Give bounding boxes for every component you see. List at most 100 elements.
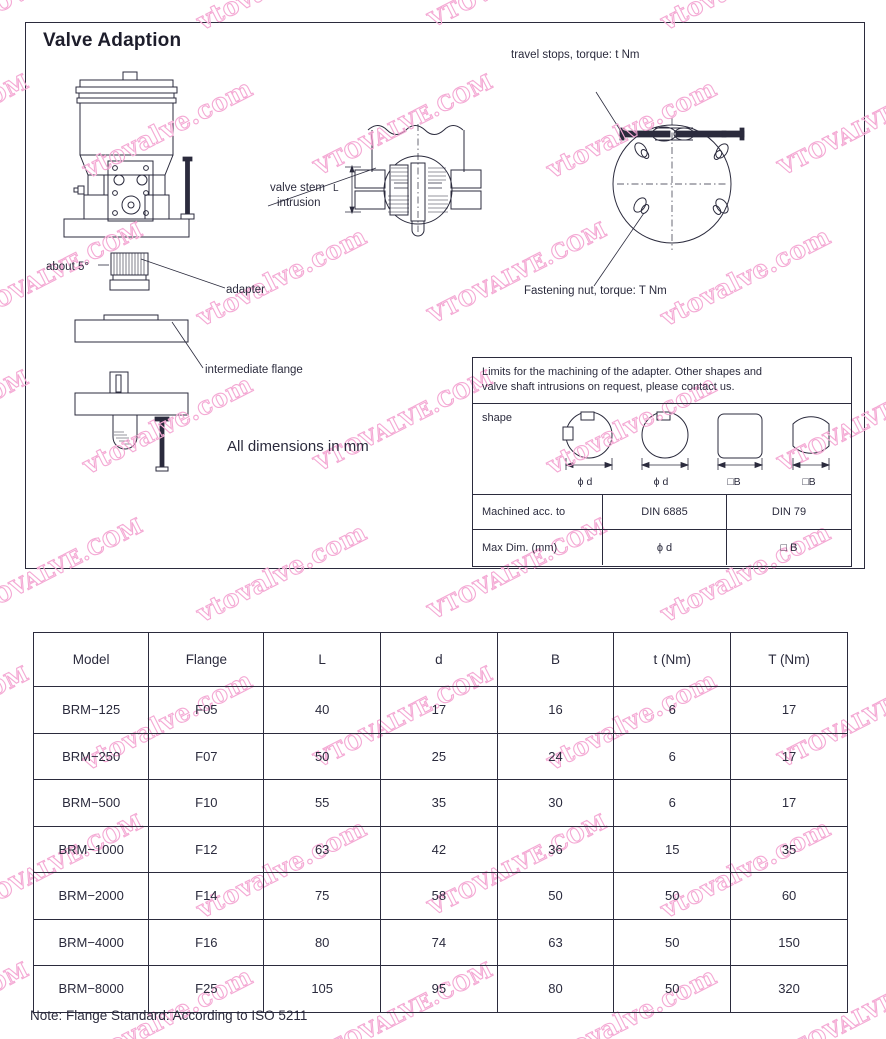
cell-model: BRM−1000 [32, 825, 150, 873]
cell-t: 50 [613, 918, 732, 966]
flange-top-view-drawing [593, 91, 745, 287]
cell-t: 50 [613, 872, 732, 920]
label-travel-stops: travel stops, torque: t Nm [511, 49, 640, 61]
cell-b: 80 [496, 965, 615, 1013]
label-adapter: adapter [226, 284, 266, 296]
cell-d: 95 [380, 965, 498, 1013]
specifications-table: Model Flange L d B t (Nm) T (Nm) BRM−125… [32, 632, 848, 1013]
spec-shape-icons [562, 411, 831, 470]
cell-model: BRM−250 [32, 732, 150, 780]
watermark-text: VTOVALVE.COM [0, 660, 33, 773]
spec-shape-label: shape [482, 412, 512, 424]
cell-flange: F14 [148, 872, 265, 920]
header-d: d [380, 632, 498, 687]
cell-flange: F16 [148, 918, 265, 966]
cell-b: 50 [496, 872, 615, 920]
cell-d: 42 [380, 825, 498, 873]
cell-l: 55 [263, 779, 382, 827]
spec-note-line1: Limits for the machining of the adapter.… [482, 366, 763, 378]
cross-section-drawing [345, 124, 482, 237]
shape-dim-3: □B [727, 476, 741, 488]
table-row: BRM−2000 F14 75 58 50 50 60 [32, 872, 848, 920]
adapter-spec-table: Limits for the machining of the adapter.… [472, 357, 852, 567]
cell-t: 50 [613, 965, 732, 1013]
shape-dim-2: ϕ d [653, 476, 669, 488]
spec-maxdim-left: ϕ d [603, 530, 727, 565]
header-flange: Flange [148, 632, 265, 687]
watermark-text: VTOVALVE.COM [0, 956, 33, 1039]
cell-d: 35 [380, 779, 498, 827]
spec-maxdim-right: □ B [780, 541, 798, 554]
cell-b: 16 [496, 686, 615, 734]
cell-model: BRM−4000 [32, 918, 150, 966]
table-header-row: Model Flange L d B t (Nm) T (Nm) [32, 632, 848, 687]
cell-b: 30 [496, 779, 615, 827]
table-row: BRM−1000 F12 63 42 36 15 35 [32, 825, 848, 873]
cell-model: BRM−8000 [32, 965, 150, 1013]
cell-tt: 320 [730, 965, 848, 1013]
cell-b: 36 [496, 825, 615, 873]
actuator-drawing [63, 71, 195, 238]
label-all-dimensions: All dimensions in mm [227, 438, 369, 455]
cell-tt: 17 [730, 686, 848, 734]
cell-l: 63 [263, 825, 382, 873]
label-intermediate-flange: intermediate flange [205, 364, 303, 376]
cell-flange: F07 [148, 732, 265, 780]
spec-machined-left: DIN 6885 [603, 495, 727, 529]
cell-model: BRM−2000 [32, 872, 150, 920]
spec-row-machined: Machined acc. to DIN 6885 DIN 79 [473, 495, 851, 530]
spec-row-maxdim: Max Dim. (mm) ϕ d □ B [473, 530, 851, 565]
label-valve-stem-intrusion-line1: valve stem [270, 182, 325, 194]
cell-model: BRM−500 [32, 779, 150, 827]
cell-b: 63 [496, 918, 615, 966]
cell-d: 25 [380, 732, 498, 780]
cell-t: 6 [613, 686, 732, 734]
table-body: BRM−125 F05 40 17 16 6 17 BRM−250 F07 50… [32, 686, 848, 1013]
cell-t: 6 [613, 732, 732, 780]
header-t-nm: t (Nm) [613, 632, 732, 687]
technical-drawings [63, 71, 831, 472]
cell-tt: 35 [730, 825, 848, 873]
cell-l: 80 [263, 918, 382, 966]
header-b: B [496, 632, 615, 687]
label-valve-stem-intrusion-line2: intrusion [277, 197, 321, 209]
cell-tt: 150 [730, 918, 848, 966]
cell-tt: 17 [730, 779, 848, 827]
shape-dim-4: □B [802, 476, 816, 488]
cell-l: 105 [263, 965, 382, 1013]
spec-note-line2: valve shaft intrusions on request, pleas… [482, 380, 735, 393]
label-dimension-l: L [333, 183, 339, 194]
cell-flange: F05 [148, 686, 265, 734]
cell-d: 58 [380, 872, 498, 920]
cell-l: 50 [263, 732, 382, 780]
table-row: BRM−8000 F25 105 95 80 50 320 [32, 965, 848, 1013]
table-row: BRM−500 F10 55 35 30 6 17 [32, 779, 848, 827]
spec-maxdim-label: Max Dim. (mm) [473, 530, 603, 565]
label-fastening-nut: Fastening nut, torque: T Nm [524, 285, 667, 297]
header-l: L [263, 632, 382, 687]
diagram-frame [25, 22, 865, 569]
cell-b: 24 [496, 732, 615, 780]
cell-l: 40 [263, 686, 382, 734]
table-row: BRM−250 F07 50 25 24 6 17 [32, 732, 848, 780]
cell-flange: F10 [148, 779, 265, 827]
cell-model: BRM−125 [32, 686, 150, 734]
cell-t: 6 [613, 779, 732, 827]
cell-d: 17 [380, 686, 498, 734]
table-row: BRM−4000 F16 80 74 63 50 150 [32, 918, 848, 966]
cell-tt: 60 [730, 872, 848, 920]
page-title: Valve Adaption [43, 30, 182, 51]
cell-t: 15 [613, 825, 732, 873]
adapter-parts-drawing [74, 167, 377, 472]
header-tt-nm: T (Nm) [730, 632, 848, 687]
cell-d: 74 [380, 918, 498, 966]
shape-dim-1: ϕ d [577, 476, 593, 488]
label-about-5-degrees: about 5° [46, 261, 89, 273]
spec-machined-right: DIN 79 [771, 506, 807, 518]
cell-l: 75 [263, 872, 382, 920]
header-model: Model [32, 632, 150, 687]
cell-flange: F25 [148, 965, 265, 1013]
spec-note: Limits for the machining of the adapter.… [473, 358, 851, 404]
spec-machined-label: Machined acc. to [473, 495, 603, 529]
